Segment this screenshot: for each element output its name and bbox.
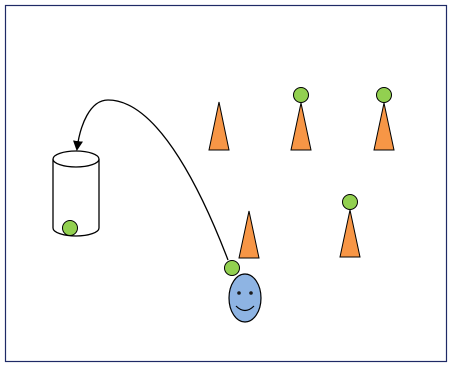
- ball-on-cone: [376, 87, 392, 103]
- ball-on-cone: [342, 194, 358, 210]
- throw-arrow: [73, 99, 229, 261]
- cone-2: [290, 87, 312, 151]
- right-eye: [249, 291, 253, 295]
- ball-in-bucket: [62, 220, 78, 236]
- cone: [373, 102, 395, 151]
- cone-3: [373, 87, 395, 151]
- cone: [208, 101, 230, 151]
- cone-5: [339, 194, 361, 258]
- cone: [339, 209, 361, 258]
- cone: [290, 102, 312, 151]
- left-eye: [237, 291, 241, 295]
- smile: [235, 305, 255, 312]
- person: [224, 260, 262, 323]
- cone-1: [208, 101, 230, 151]
- bucket: [52, 150, 100, 237]
- bucket-body: [52, 159, 100, 237]
- bucket-rim: [52, 150, 100, 168]
- ball-on-cone: [293, 87, 309, 103]
- cone-4: [238, 210, 260, 259]
- smiley-face-icon: [228, 273, 262, 323]
- ball-held: [224, 260, 240, 276]
- cone: [238, 210, 260, 259]
